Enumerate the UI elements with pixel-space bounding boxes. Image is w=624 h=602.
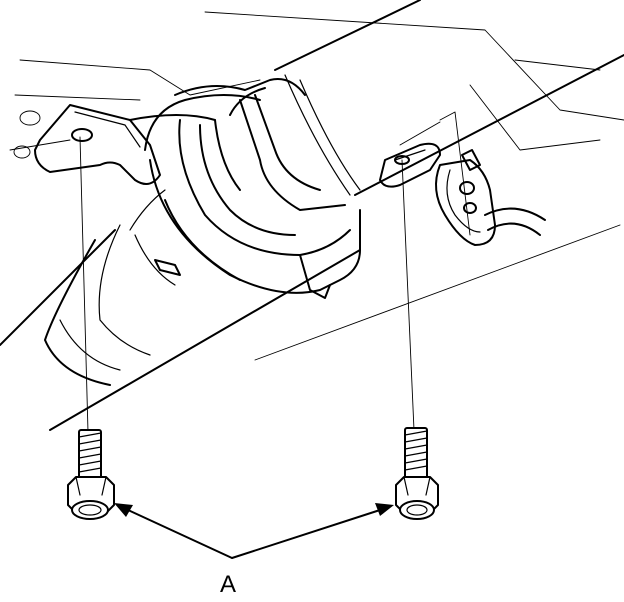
bolt-icon — [395, 427, 439, 520]
bolt-guide-lines — [79, 136, 415, 433]
propeller-shaft — [0, 0, 624, 431]
center-bearing-housing — [129, 78, 361, 299]
bolt-icon — [67, 429, 115, 520]
hose-clip — [435, 149, 546, 246]
vehicle-floor-panel — [9, 11, 624, 361]
callout-arrows — [114, 503, 394, 559]
center-support-bracket — [34, 104, 441, 188]
callout-label-a: A — [220, 571, 236, 598]
